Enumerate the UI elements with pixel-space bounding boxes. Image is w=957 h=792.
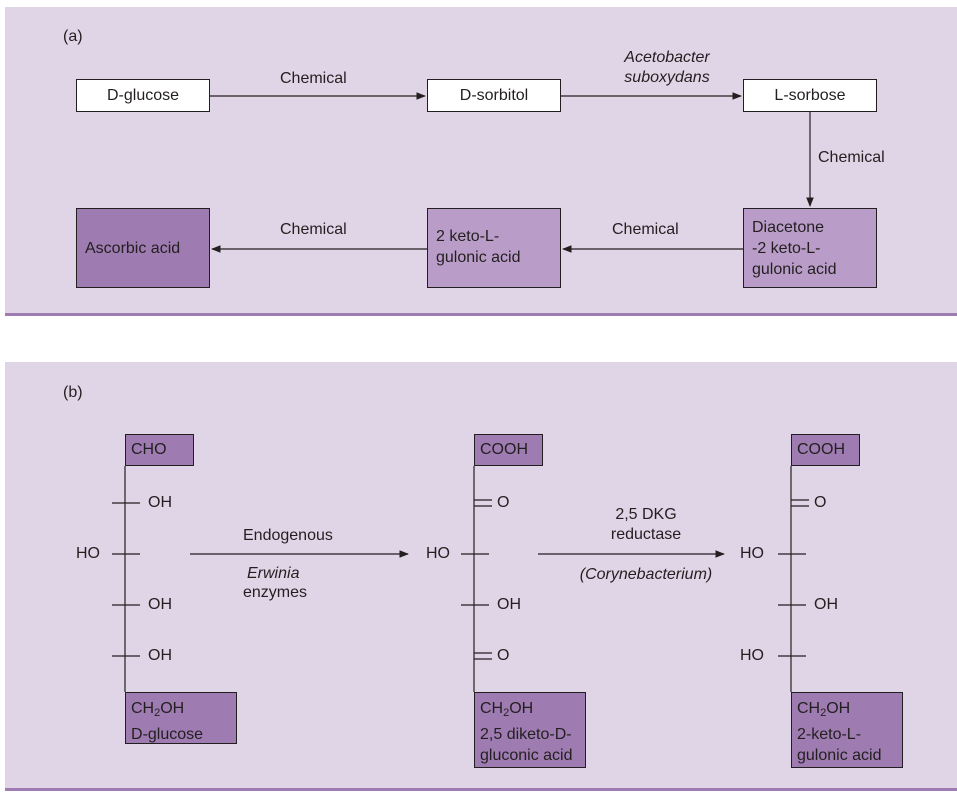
s2-r1: O [497,494,510,511]
arrow2-line3: (Corynebacterium) [579,566,713,583]
s1-r1: OH [148,494,172,511]
arrow2-line1: 2,5 DKG [615,506,677,523]
s1-bottom-line2: D-glucose [131,726,204,743]
arrow1-bottom-label: enzymes [243,584,308,601]
s2-bottom-line3: gluconic acid [480,747,573,764]
s3-bottom-line1: CH2OH [797,700,851,719]
s3-r3: OH [814,596,838,613]
s2-r2-left: HO [426,545,450,562]
keto-gulonic-box: 2 keto-L- gulonic acid [427,208,561,288]
s3-r4-left: HO [740,647,764,664]
s3-r2-left: HO [740,545,764,562]
arrow1-italic-label: Erwinia [247,565,300,582]
d-glucose-box: D-glucose [76,79,210,112]
s3-bottom-line3: gulonic acid [797,747,882,764]
step2-line1: Acetobacter [624,49,710,66]
s3-top-group: COOH [791,434,860,466]
s2-r3: OH [497,596,521,613]
step3-label: Chemical [818,149,885,166]
diacetone-line1: Diacetone [752,219,825,236]
s1-r2-left: HO [76,545,100,562]
s1-bottom-box: CH2OH D-glucose [125,692,237,744]
s1-r4: OH [148,647,172,664]
ascorbic-acid-text: Ascorbic acid [85,239,181,257]
l-sorbose-text: L-sorbose [774,87,846,104]
d-sorbitol-box: D-sorbitol [427,79,561,112]
s3-bottom-box: CH2OH 2-keto-L- gulonic acid [791,692,903,768]
s3-r1: O [814,494,827,511]
diacetone-box: Diacetone -2 keto-L- gulonic acid [743,208,877,288]
keto-gulonic-line1: 2 keto-L- [436,228,500,245]
s1-bottom-line1: CH2OH [131,700,185,719]
step5-label: Chemical [280,221,347,238]
diacetone-line3: gulonic acid [752,261,837,278]
s1-top-group: CHO [125,434,194,466]
s2-bottom-line1: CH2OH [480,700,534,719]
panel-a-label: (a) [63,28,83,45]
l-sorbose-box: L-sorbose [743,79,877,112]
arrow1-top-label: Endogenous [243,527,333,544]
step4-label: Chemical [612,221,679,238]
diacetone-line2: -2 keto-L- [752,240,821,257]
keto-gulonic-line2: gulonic acid [436,249,521,266]
d-glucose-text: D-glucose [106,87,180,104]
step2-line2: suboxydans [624,69,710,86]
ascorbic-acid-box: Ascorbic acid [76,208,210,288]
s2-bottom-line2: 2,5 diketo-D- [480,726,572,743]
arrow2-line2: reductase [610,526,682,543]
s2-r4: O [497,647,510,664]
panel-b-label: (b) [63,384,83,401]
s2-bottom-box: CH2OH 2,5 diketo-D- gluconic acid [474,692,586,768]
s3-bottom-line2: 2-keto-L- [797,726,862,743]
s1-r3: OH [148,596,172,613]
step1-label: Chemical [280,70,347,87]
s2-top-group: COOH [474,434,543,466]
d-sorbitol-text: D-sorbitol [459,87,529,104]
